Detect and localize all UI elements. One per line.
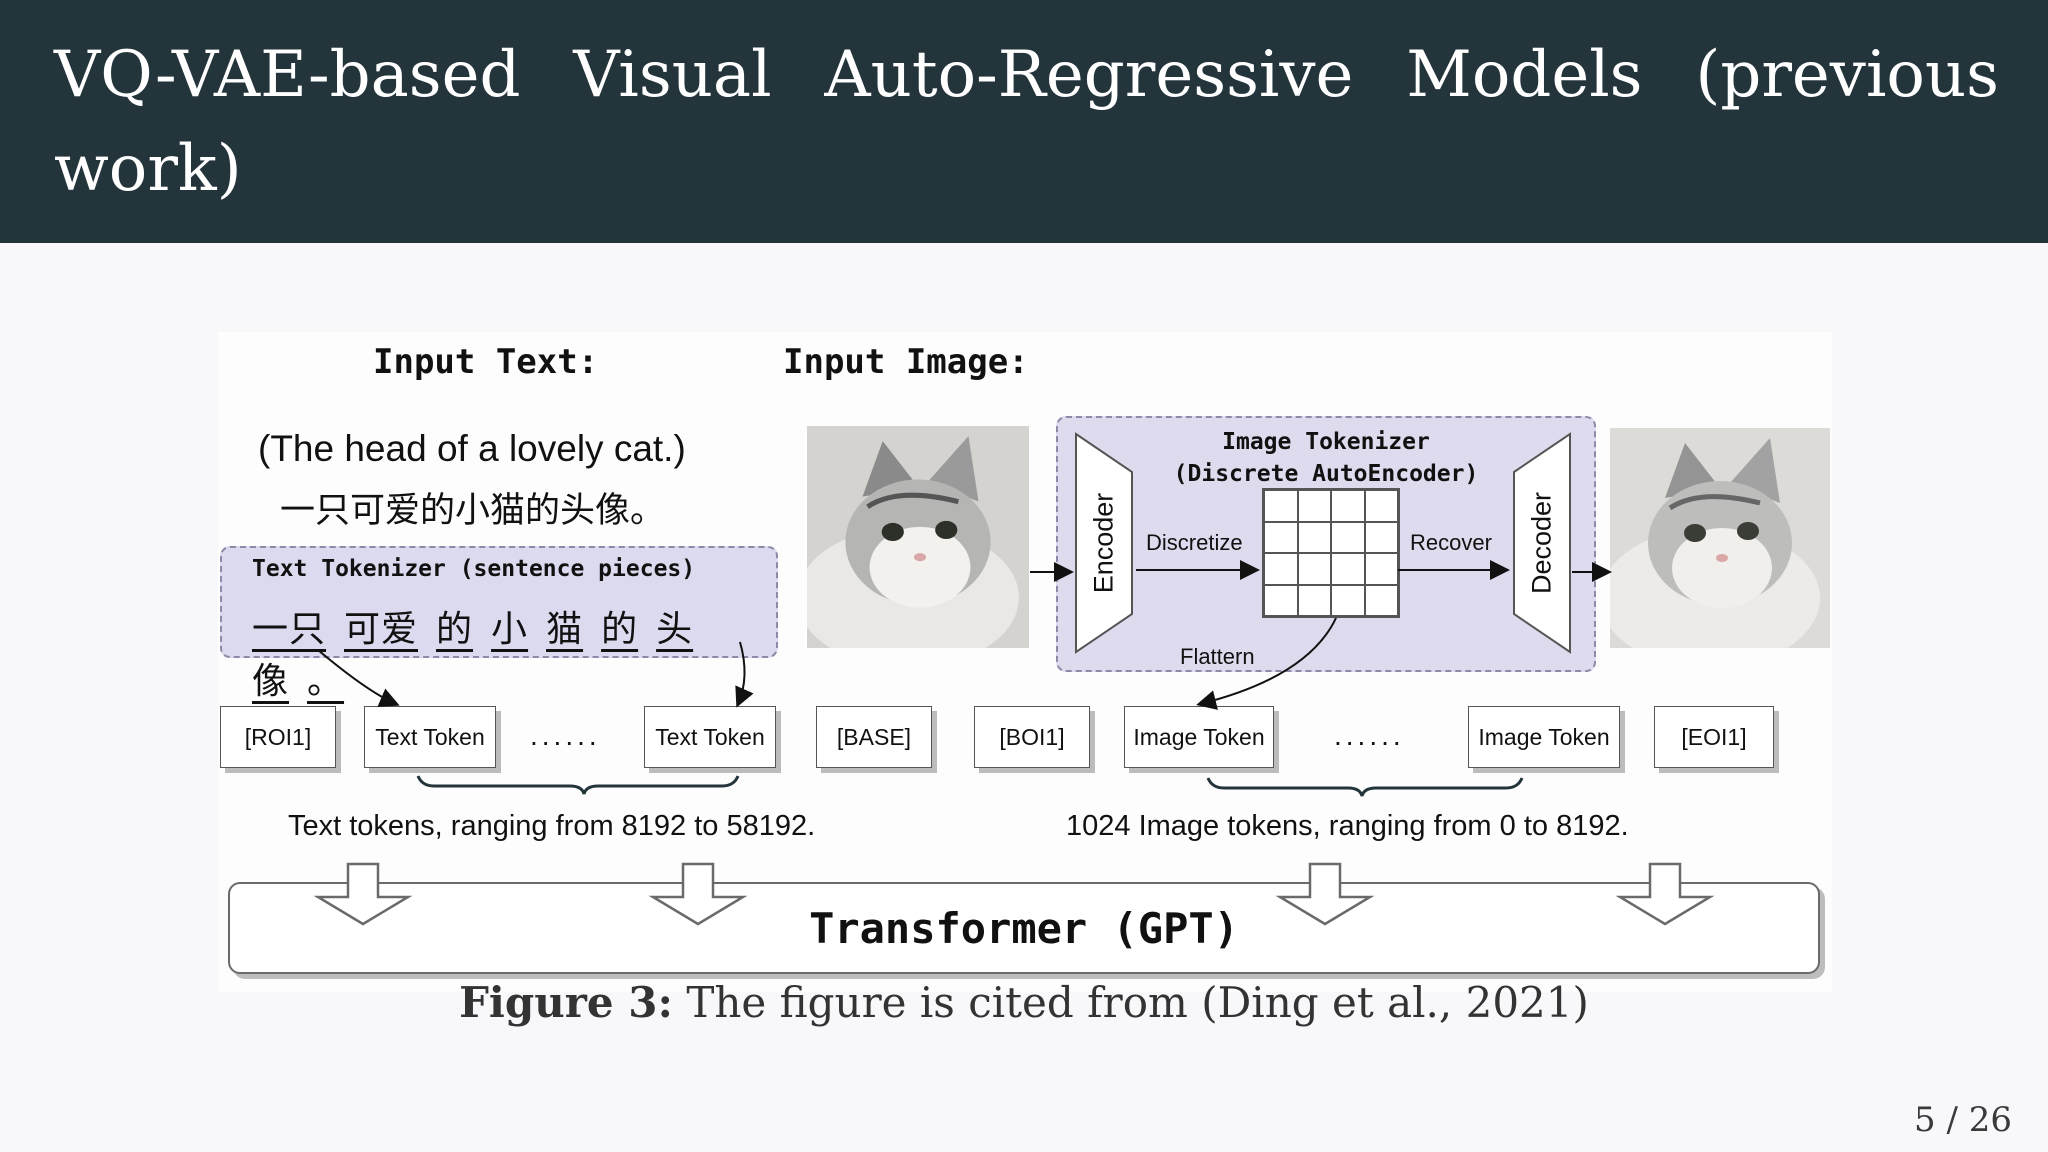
text-tokenizer-box: Text Tokenizer (sentence pieces) 一只可爱的小猫… xyxy=(220,546,778,701)
text-token-first: Text Token xyxy=(364,706,496,768)
encoder-label: Encoder xyxy=(1088,492,1119,594)
sentence-piece: 的 xyxy=(436,608,474,649)
sentence-pieces: 一只可爱的小猫的头像。 xyxy=(252,600,776,704)
boi-token: [BOI1] xyxy=(974,706,1090,768)
sentence-piece: 。 xyxy=(307,660,345,701)
text-token-brace xyxy=(416,775,740,795)
sentence-piece: 一只 xyxy=(252,608,327,649)
recover-label: Recover xyxy=(1410,530,1492,555)
text-token-last: Text Token xyxy=(644,706,776,768)
transformer-label: Transformer (GPT) xyxy=(809,904,1239,953)
input-image-label: Input Image: xyxy=(783,342,1029,382)
text-token-range: Text tokens, ranging from 8192 to 58192. xyxy=(288,810,816,842)
title-bar: VQ-VAE-based Visual Auto-Regressive Mode… xyxy=(0,0,2048,243)
eoi-token: [EOI1] xyxy=(1654,706,1774,768)
figure: Input Text: Input Image: (The head of a … xyxy=(218,332,1832,992)
image-tokenizer-title: Image Tokenizer (Discrete AutoEncoder) xyxy=(1058,426,1594,490)
figure-caption: Figure 3: The figure is cited from (Ding… xyxy=(0,978,2048,1027)
caption-chinese: 一只可爱的小猫的头像。 xyxy=(280,491,666,530)
encoder-block: Encoder xyxy=(1074,432,1134,654)
flattern-label: Flattern xyxy=(1180,644,1255,669)
image-token-range: 1024 Image tokens, ranging from 0 to 819… xyxy=(1066,810,1629,842)
input-cat-image xyxy=(807,426,1029,648)
slide-page-number: 5 / 26 xyxy=(1914,1100,2012,1140)
codebook-grid xyxy=(1262,488,1400,618)
discretize-label: Discretize xyxy=(1146,530,1243,555)
image-token-first: Image Token xyxy=(1124,706,1274,768)
image-token-brace xyxy=(1206,777,1524,797)
image-tokenizer-title-line2: (Discrete AutoEncoder) xyxy=(1173,461,1479,487)
caption-english: (The head of a lovely cat.) xyxy=(258,428,686,469)
figure-caption-text: The figure is cited from (Ding et al., 2… xyxy=(686,978,1589,1027)
image-token-last: Image Token xyxy=(1468,706,1620,768)
sentence-piece: 的 xyxy=(601,608,639,649)
image-tokenizer-title-line1: Image Tokenizer xyxy=(1222,429,1430,455)
text-token-ellipsis: ...... xyxy=(530,720,601,751)
transformer-block: Transformer (GPT) xyxy=(228,882,1820,974)
base-token: [BASE] xyxy=(816,706,932,768)
figure-caption-label: Figure 3: xyxy=(459,978,673,1027)
decoder-label: Decoder xyxy=(1526,491,1557,595)
text-tokenizer-title: Text Tokenizer (sentence pieces) xyxy=(252,556,696,582)
sentence-piece: 猫 xyxy=(546,608,584,649)
slide-title: VQ-VAE-based Visual Auto-Regressive Mode… xyxy=(54,38,1999,206)
roi-token: [ROI1] xyxy=(220,706,336,768)
sentence-piece: 小 xyxy=(491,608,529,649)
reconstructed-cat-image xyxy=(1610,428,1830,648)
input-text-label: Input Text: xyxy=(373,342,599,382)
image-token-ellipsis: ...... xyxy=(1334,720,1405,751)
sentence-piece: 头像 xyxy=(252,608,694,701)
image-tokenizer-box: Image Tokenizer (Discrete AutoEncoder) E… xyxy=(1056,416,1596,672)
decoder-block: Decoder xyxy=(1512,432,1572,654)
sentence-piece: 可爱 xyxy=(344,608,419,649)
